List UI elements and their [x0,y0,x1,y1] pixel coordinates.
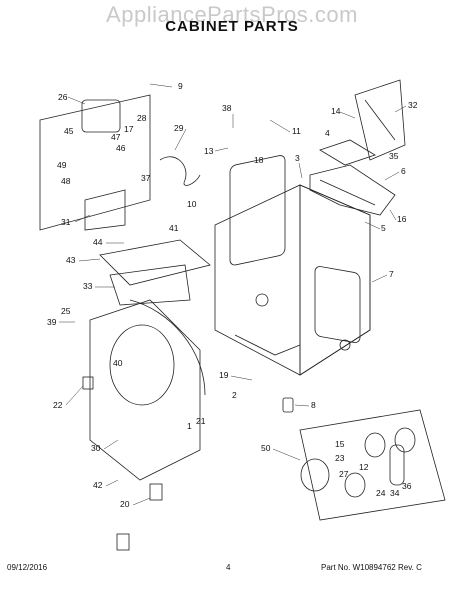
callout-labels: 9 26 28 17 45 47 46 49 48 29 38 11 13 18… [47,81,418,509]
footer-part-info: Part No. W10894762 Rev. C [321,563,422,572]
motor-assembly [39,94,151,231]
callout-41: 41 [169,223,179,233]
callout-28: 28 [137,113,147,123]
callout-26: 26 [58,92,68,102]
page-title: CABINET PARTS [165,18,299,35]
callout-32: 32 [408,100,418,110]
callout-13: 13 [204,146,214,156]
rev-label: Rev. [397,563,414,572]
leveling-leg [282,397,294,413]
callout-14: 14 [331,106,341,116]
callout-40: 40 [113,358,123,368]
leveling-bracket [84,189,126,231]
front-panel [89,299,206,481]
callout-44: 44 [93,237,103,247]
callout-47: 47 [111,132,121,142]
callout-8: 8 [311,400,316,410]
callout-22: 22 [53,400,63,410]
callout-16: 16 [397,214,407,224]
callout-19: 19 [219,370,229,380]
control-module [354,79,406,161]
toe-kick [99,239,211,286]
callout-48: 48 [61,176,71,186]
callout-3: 3 [295,153,300,163]
footer-date: 09/12/2016 [7,563,48,572]
wire-harness [159,156,201,186]
callout-35: 35 [389,151,399,161]
callout-10: 10 [187,199,197,209]
callout-37: 37 [141,173,151,183]
callout-11: 11 [292,126,301,136]
control-panel-bracket [309,164,396,216]
part-label: Part No. [321,563,351,572]
callout-42: 42 [93,480,103,490]
exhaust-vent-assembly [299,409,446,521]
callout-29: 29 [174,123,184,133]
callout-31: 31 [61,217,71,227]
callout-6: 6 [401,166,406,176]
callout-45: 45 [64,126,74,136]
callout-49: 49 [57,160,67,170]
callout-18: 18 [254,155,264,165]
part-number: W10894762 [352,563,396,572]
footer-page: 4 [226,563,231,572]
callout-38: 38 [222,103,232,113]
leader-lines [59,83,407,506]
callout-12: 12 [359,462,369,472]
callout-46: 46 [116,143,126,153]
callout-50: 50 [261,443,271,453]
callout-30: 30 [91,443,101,453]
callout-33: 33 [83,281,93,291]
cabinet-body [214,155,371,376]
clip-part [82,376,94,390]
callout-9: 9 [178,81,183,91]
callout-43: 43 [66,255,76,265]
bracket-panel [109,264,191,306]
callout-25: 25 [61,306,71,316]
hinge-part [116,533,130,551]
callout-1: 1 [187,421,192,431]
callout-24: 24 [376,488,386,498]
console-top [319,139,376,166]
watermark: AppliancePartsPros.com [106,2,358,27]
callout-27: 27 [339,469,349,479]
callout-21: 21 [196,416,206,426]
callout-39: 39 [47,317,57,327]
door-strike [149,483,163,501]
callout-23: 23 [335,453,345,463]
callout-36: 36 [402,481,412,491]
callout-15: 15 [335,439,345,449]
rev-value: C [416,563,422,572]
callout-4: 4 [325,128,330,138]
callout-2: 2 [232,390,237,400]
callout-20: 20 [120,499,130,509]
callout-17: 17 [124,124,134,134]
callout-7: 7 [389,269,394,279]
callout-34: 34 [390,488,400,498]
callout-5: 5 [381,223,386,233]
